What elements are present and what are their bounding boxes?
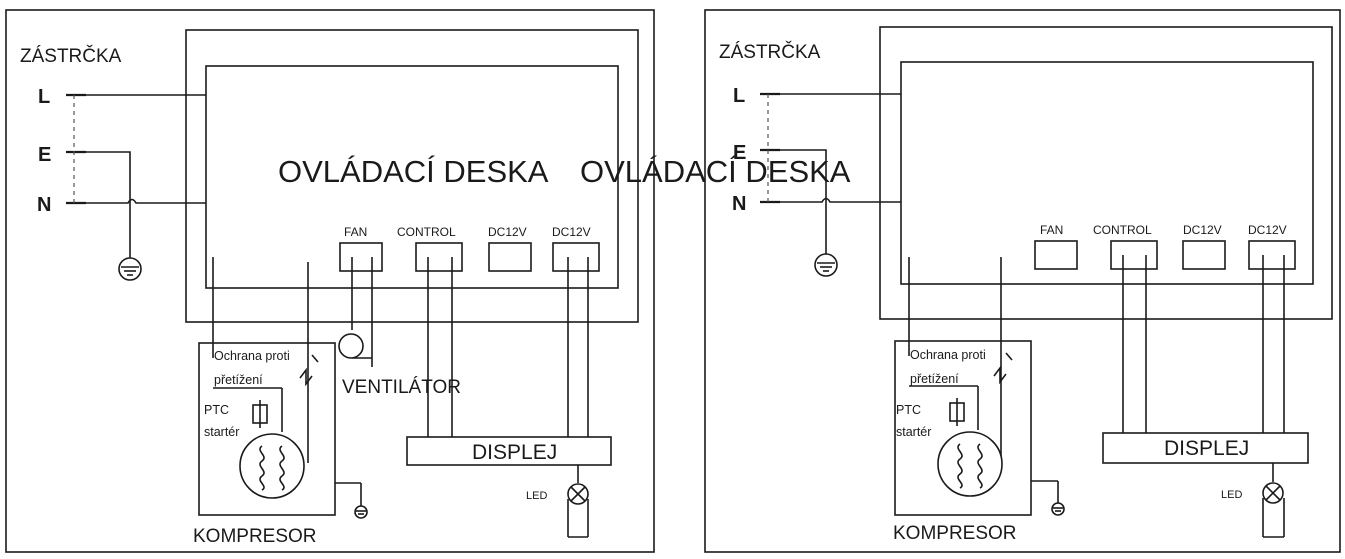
left-ground-icon	[118, 257, 142, 281]
right-terminal-l: L	[733, 85, 745, 107]
left-board-outer	[185, 29, 639, 323]
right-compressor-ground-icon	[1051, 502, 1065, 516]
right-port-dc12v-a	[1182, 240, 1226, 270]
right-compressor-motor-icon	[937, 431, 1003, 497]
right-board-label: OVLÁDACÍ DESKA	[580, 154, 851, 189]
right-display-label: DISPLEJ	[1164, 437, 1249, 460]
right-overload-label-line2: přetížení	[910, 372, 959, 386]
right-diagram: ZÁSTRČKA L E N OVLÁDACÍ DESKA FAN CONTRO…	[580, 9, 1341, 553]
left-overload-label-line1: Ochrana proti	[214, 349, 290, 363]
left-compressor-motor-icon	[239, 433, 305, 499]
left-terminal-l: L	[38, 86, 50, 108]
left-led-label: LED	[526, 490, 547, 502]
left-port-control-label: CONTROL	[397, 225, 456, 239]
left-terminal-n: N	[37, 194, 51, 216]
right-display-box	[1102, 432, 1309, 464]
left-overload-switch-icon	[299, 354, 319, 387]
right-overload-switch-icon	[993, 352, 1013, 385]
left-board-label: OVLÁDACÍ DESKA	[278, 154, 549, 189]
left-port-fan	[339, 242, 383, 272]
left-port-fan-label: FAN	[344, 225, 367, 239]
left-frame	[5, 9, 655, 553]
left-terminal-e: E	[38, 144, 51, 166]
right-compressor-box	[894, 340, 1032, 516]
left-wire-n	[86, 198, 206, 204]
right-board-inner	[900, 61, 1314, 285]
left-ptc-label-line1: PTC	[204, 403, 229, 417]
right-overload-label-line1: Ochrana proti	[910, 348, 986, 362]
left-board-inner	[205, 65, 619, 289]
left-display-label: DISPLEJ	[472, 441, 557, 464]
left-overload-label-line2: přetížení	[214, 373, 263, 387]
right-plug-label: ZÁSTRČKA	[719, 41, 821, 63]
right-ground-icon	[814, 253, 838, 277]
left-ptc-label-line2: startér	[204, 425, 239, 439]
right-ptc-label-line2: startér	[896, 425, 931, 439]
left-fan-label: VENTILÁTOR	[342, 377, 461, 398]
left-wire-e	[86, 151, 131, 258]
right-frame	[704, 9, 1341, 553]
left-fan-motor-icon	[338, 333, 364, 359]
left-compressor-box	[198, 342, 336, 516]
left-led-icon	[567, 483, 589, 505]
right-wire-e	[780, 149, 827, 254]
left-port-dc12v-a-label: DC12V	[488, 225, 527, 239]
right-board-outer	[879, 26, 1333, 320]
right-ptc-label-line1: PTC	[896, 403, 921, 417]
right-port-dc12v-b-label: DC12V	[1248, 223, 1287, 237]
right-port-control-label: CONTROL	[1093, 223, 1152, 237]
right-port-fan-label: FAN	[1040, 223, 1063, 237]
right-port-control	[1110, 240, 1158, 270]
right-wire-n	[780, 197, 901, 203]
right-terminal-n: N	[732, 193, 746, 215]
right-port-fan	[1034, 240, 1078, 270]
right-compressor-label: KOMPRESOR	[893, 523, 1017, 544]
left-port-dc12v-a	[488, 242, 532, 272]
left-plug-label: ZÁSTRČKA	[20, 45, 122, 67]
right-led-label: LED	[1221, 489, 1242, 501]
left-compressor-ground-icon	[354, 505, 368, 519]
right-led-icon	[1262, 482, 1284, 504]
right-terminal-e: E	[733, 142, 746, 164]
left-diagram: ZÁSTRČKA L E N OVLÁDACÍ DESKA FAN CONTRO…	[5, 9, 655, 553]
left-port-dc12v-b	[552, 242, 600, 272]
left-display-box	[406, 436, 612, 466]
right-port-dc12v-a-label: DC12V	[1183, 223, 1222, 237]
right-port-dc12v-b	[1248, 240, 1296, 270]
left-compressor-label: KOMPRESOR	[193, 526, 317, 547]
left-port-dc12v-b-label: DC12V	[552, 225, 591, 239]
left-port-control	[415, 242, 463, 272]
